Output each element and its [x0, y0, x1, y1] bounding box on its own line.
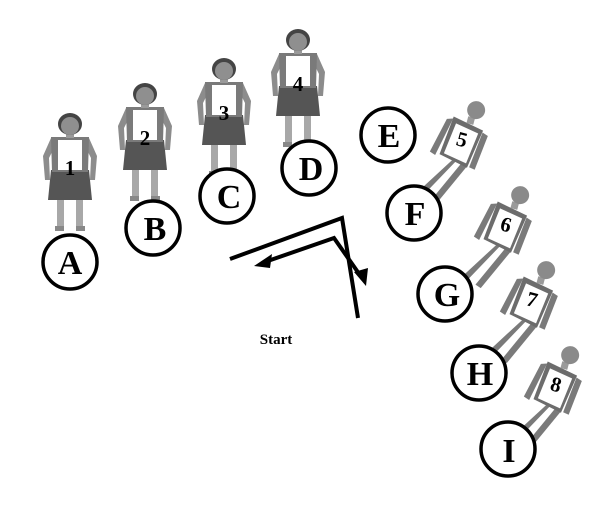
position-circle-b: B [124, 199, 182, 257]
number-label-3: 3 [219, 101, 230, 125]
position-circle-f: F [385, 184, 443, 242]
man-figure-6: 6 [461, 177, 540, 297]
position-circle-g: G [416, 265, 474, 323]
woman-figure-3: 3 [197, 58, 251, 176]
arrowhead-left [254, 254, 272, 268]
number-label-2: 2 [140, 126, 151, 150]
position-circle-i: I [479, 420, 537, 478]
start-label: Start [260, 332, 293, 348]
woman-figure-1: 1 [43, 113, 97, 231]
svg-text:H: H [467, 356, 493, 393]
svg-text:G: G [434, 277, 460, 314]
outer-path-line [229, 215, 360, 319]
man-figure-5: 5 [417, 92, 496, 212]
svg-text:A: A [58, 245, 83, 282]
number-label-1: 1 [65, 156, 76, 180]
svg-text:C: C [217, 179, 242, 216]
woman-figure-2: 2 [118, 83, 172, 201]
position-circle-d: D [280, 139, 338, 197]
svg-text:F: F [405, 196, 426, 233]
svg-text:B: B [144, 211, 167, 248]
position-circle-e: E [359, 106, 417, 164]
svg-text:E: E [378, 118, 401, 155]
woman-figure-4: 4 [271, 29, 325, 147]
inner-path-arrow-line [261, 235, 364, 280]
position-circle-c: C [198, 167, 256, 225]
svg-text:D: D [299, 151, 324, 188]
man-figure-7: 7 [487, 252, 566, 372]
position-circle-a: A [41, 233, 99, 291]
arrowheads [254, 254, 368, 286]
direction-arrows [229, 215, 364, 319]
man-figure-8: 8 [511, 337, 590, 457]
arrowhead-down [354, 268, 368, 286]
number-label-4: 4 [293, 72, 304, 96]
position-circle-h: H [450, 344, 508, 402]
svg-text:I: I [502, 433, 515, 470]
